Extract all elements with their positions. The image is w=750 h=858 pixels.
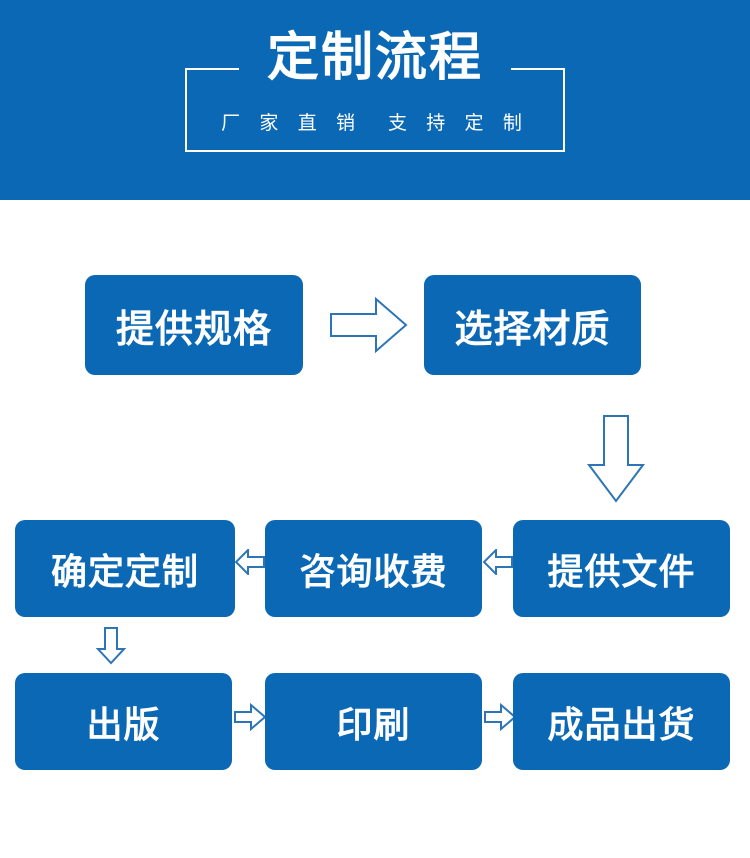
page-title: 定制流程 xyxy=(266,29,483,87)
header-banner: 定制流程 厂 家 直 销 支 持 定 制 xyxy=(0,0,750,200)
flow-step-file[interactable]: 提供文件 xyxy=(513,520,730,617)
arrow-down-icon-material-to-file xyxy=(586,415,646,503)
flow-step-fee[interactable]: 咨询收费 xyxy=(265,520,482,617)
flow-step-publish[interactable]: 出版 xyxy=(15,673,232,770)
arrow-right-icon-publish-to-print xyxy=(234,703,266,731)
arrow-right-icon-spec-to-material xyxy=(330,296,408,354)
arrow-left-icon-file-to-fee xyxy=(483,549,513,575)
page-subtitle: 厂 家 直 销 支 持 定 制 xyxy=(221,113,529,134)
flow-step-ship[interactable]: 成品出货 xyxy=(513,673,730,770)
arrow-left-icon-fee-to-confirm xyxy=(235,549,265,575)
flow-step-confirm[interactable]: 确定定制 xyxy=(15,520,235,617)
title-frame-gap xyxy=(239,60,511,78)
flow-step-spec[interactable]: 提供规格 xyxy=(85,275,303,375)
flow-step-material[interactable]: 选择材质 xyxy=(424,275,641,375)
flow-step-print[interactable]: 印刷 xyxy=(265,673,482,770)
arrow-down-icon-confirm-to-publish xyxy=(96,627,126,665)
arrow-right-icon-print-to-ship xyxy=(484,703,516,731)
